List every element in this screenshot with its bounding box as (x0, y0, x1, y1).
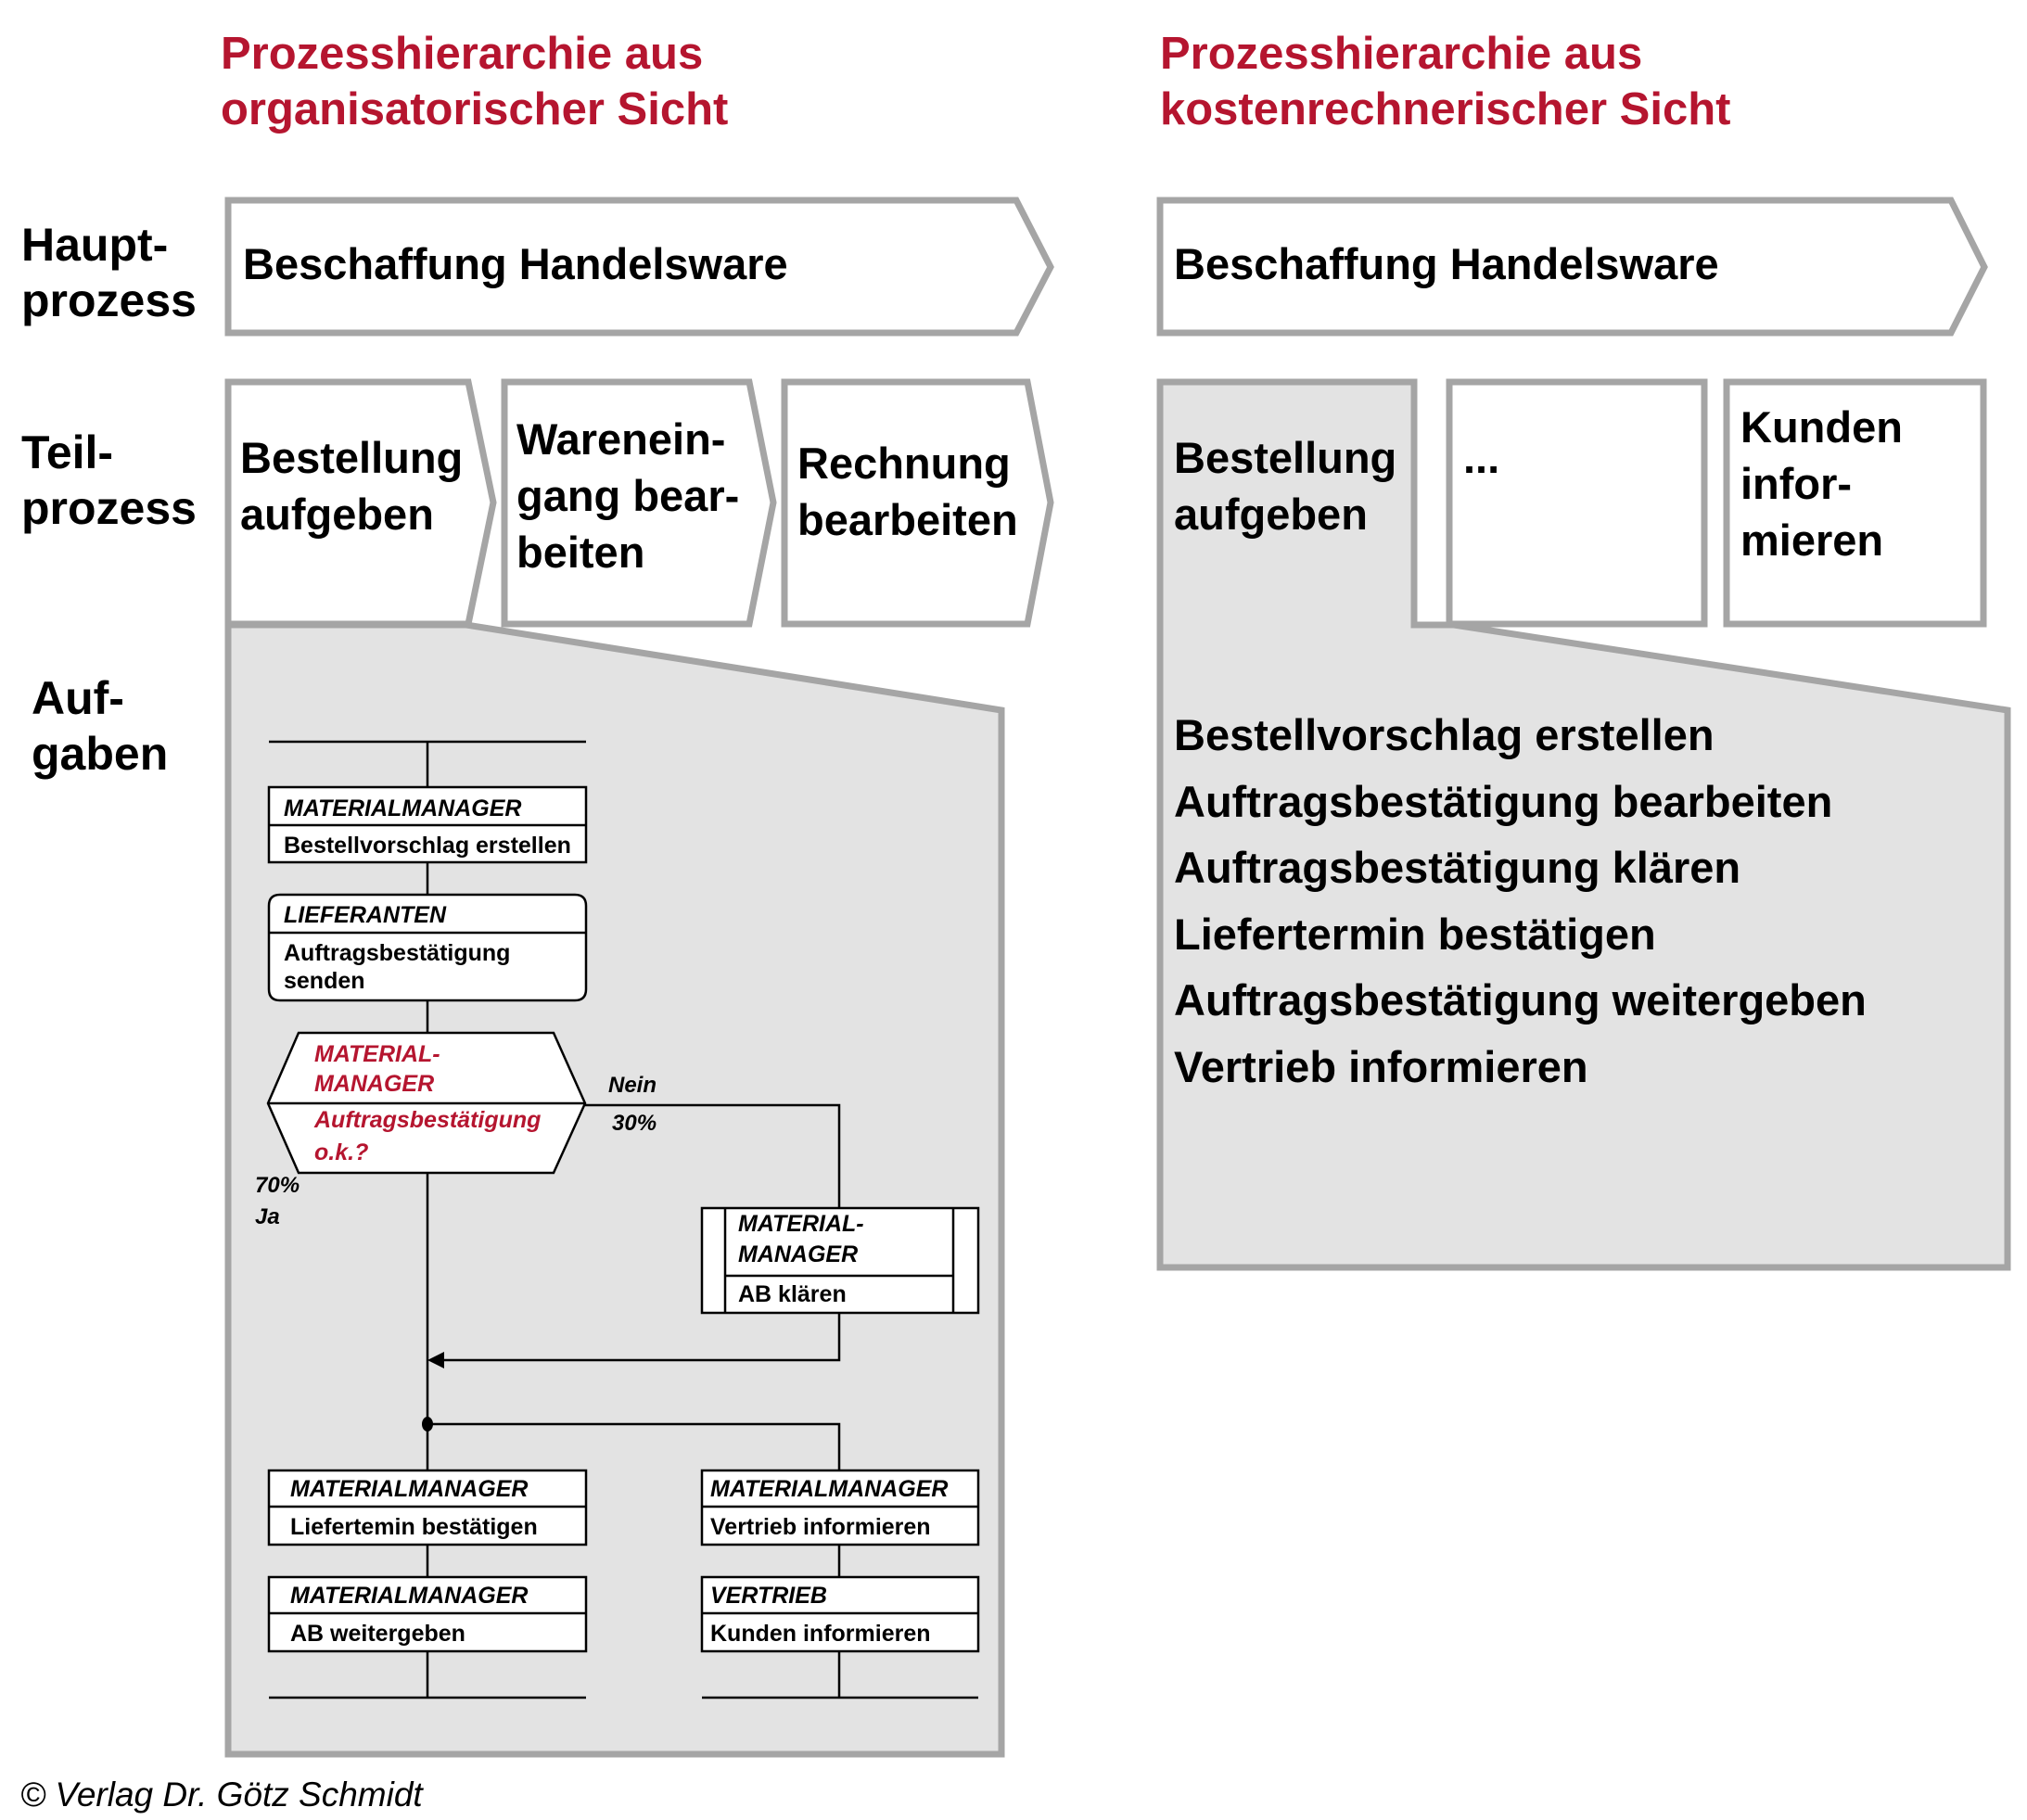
left-teilprozess-label-3: Rechnung bearbeiten (797, 435, 1018, 548)
flow-task-6-role: VERTRIEB (710, 1583, 827, 1609)
row-label-teilprozess: Teil- prozess (21, 425, 197, 536)
flow-connector-no (585, 1103, 841, 1208)
aufgabe-item: Bestellvorschlag erstellen (1174, 710, 1715, 759)
label-line: beiten (516, 528, 645, 577)
left-title-line-1: Prozesshierarchie aus (221, 29, 704, 79)
label-line: infor- (1740, 459, 1853, 508)
aufgabe-item: Auftragsbestätigung weitergeben (1174, 975, 1867, 1025)
flow-no-percentage: 30% (612, 1111, 657, 1136)
flow-task-6-label: Kunden informieren (710, 1621, 931, 1647)
label-line: ... (1463, 433, 1500, 482)
left-teilprozess-shape-1[interactable] (224, 378, 497, 628)
right-title-line-2: kostenrechnerischer Sicht (1160, 84, 1731, 134)
label-line: Rechnung (797, 439, 1011, 488)
label-line: MANAGER (314, 1071, 435, 1097)
row-label-line: gaben (32, 728, 169, 780)
right-hauptprozess-label: Beschaffung Handelsware (1174, 239, 1719, 288)
aufgabe-item: Liefertermin bestätigen (1174, 909, 1656, 959)
flow-yes-percentage: 70% (255, 1173, 300, 1198)
row-label-line: prozess (21, 482, 197, 534)
label-line: MANAGER (738, 1241, 859, 1267)
label-line: Auftragsbestätigung (314, 1107, 542, 1133)
label-line: gang bear- (516, 471, 740, 520)
label-line: MATERIAL- (738, 1211, 864, 1237)
label-line: aufgeben (1174, 490, 1368, 539)
label-line: Bestellung (240, 433, 464, 482)
label-line: Kunden (1740, 402, 1903, 452)
flow-yes-label: Ja (255, 1204, 280, 1229)
flow-task-2-role: LIEFERANTEN (284, 902, 446, 928)
row-label-line: prozess (21, 274, 197, 326)
right-teilprozess-label-3: Kunden infor- mieren (1740, 399, 1903, 568)
left-title: Prozesshierarchie aus organisatorischer … (221, 26, 728, 137)
flow-task-4-role: MATERIALMANAGER (290, 1583, 529, 1609)
row-label-line: Teil- (21, 426, 114, 478)
label-line: bearbeiten (797, 495, 1018, 544)
flow-subprocess-label: AB klären (738, 1281, 847, 1307)
label-line: MATERIAL- (314, 1041, 440, 1067)
right-aufgaben-panel (1156, 378, 2011, 1271)
flow-decision-role: MATERIAL- MANAGER (314, 1039, 440, 1099)
right-teilprozess-shape-3[interactable] (1723, 378, 1987, 628)
row-label-line: Auf- (32, 672, 124, 724)
left-hauptprozess-shape[interactable] (224, 197, 1054, 337)
row-label-hauptprozess: Haupt- prozess (21, 217, 197, 328)
aufgabe-item: Auftragsbestätigung klären (1174, 843, 1741, 892)
flow-subprocess-box[interactable] (700, 1206, 980, 1315)
flow-task-4-label: AB weitergeben (290, 1621, 465, 1647)
flow-task-3-role: MATERIALMANAGER (290, 1476, 529, 1502)
flow-task-5-label: Vertrieb informieren (710, 1514, 931, 1540)
label-line: Warenein- (516, 414, 726, 464)
flow-task-5-role: MATERIALMANAGER (710, 1476, 949, 1502)
row-label-line: Haupt- (21, 219, 169, 271)
flow-connector-split (427, 1422, 841, 1470)
left-teilprozess-label-2: Warenein- gang bear- beiten (516, 411, 739, 580)
left-hauptprozess-label: Beschaffung Handelsware (243, 239, 788, 288)
label-line: Bestellung (1174, 433, 1397, 482)
copyright-notice: © Verlag Dr. Götz Schmidt (20, 1775, 423, 1814)
aufgabe-item: Auftragsbestätigung bearbeiten (1174, 776, 1833, 826)
aufgabe-item: Vertrieb informieren (1174, 1041, 1588, 1091)
right-title: Prozesshierarchie aus kostenrechnerische… (1160, 26, 1730, 137)
right-aufgaben-list: Bestellvorschlag erstellen Auftragsbestä… (1174, 702, 1867, 1100)
flow-task-1-role: MATERIALMANAGER (284, 795, 522, 821)
left-title-line-2: organisatorischer Sicht (221, 84, 729, 134)
flow-task-1-label: Bestellvorschlag erstellen (284, 833, 571, 859)
right-hauptprozess-shape[interactable] (1156, 197, 1988, 337)
flow-task-2-label: Auftragsbestätigung senden (284, 939, 510, 995)
flow-task-3-label: Liefertemin bestätigen (290, 1514, 538, 1540)
flow-task-box-2[interactable] (267, 893, 588, 1002)
flow-decision-question: Auftragsbestätigung o.k.? (314, 1104, 541, 1169)
label-line: Auftragsbestätigung (284, 940, 511, 966)
label-line: o.k.? (314, 1139, 369, 1165)
right-teilprozess-label-1: Bestellung aufgeben (1174, 429, 1396, 542)
left-teilprozess-shape-3[interactable] (781, 378, 1054, 628)
flow-no-label: Nein (608, 1073, 657, 1098)
right-teilprozess-shape-2[interactable] (1446, 378, 1708, 628)
label-line: aufgeben (240, 490, 434, 539)
row-label-aufgaben: Auf- gaben (32, 670, 168, 782)
right-teilprozess-label-2: ... (1463, 429, 1499, 486)
flow-connector-return (440, 1313, 841, 1362)
right-title-line-1: Prozesshierarchie aus (1160, 29, 1643, 79)
flow-subprocess-role: MATERIAL- MANAGER (738, 1209, 864, 1270)
left-teilprozess-shape-2[interactable] (501, 378, 777, 628)
label-line: senden (284, 968, 365, 994)
label-line: mieren (1740, 515, 1884, 565)
left-teilprozess-label-1: Bestellung aufgeben (240, 429, 463, 542)
flow-junction-dot-icon (422, 1417, 433, 1432)
flow-arrowhead-icon (427, 1352, 444, 1368)
